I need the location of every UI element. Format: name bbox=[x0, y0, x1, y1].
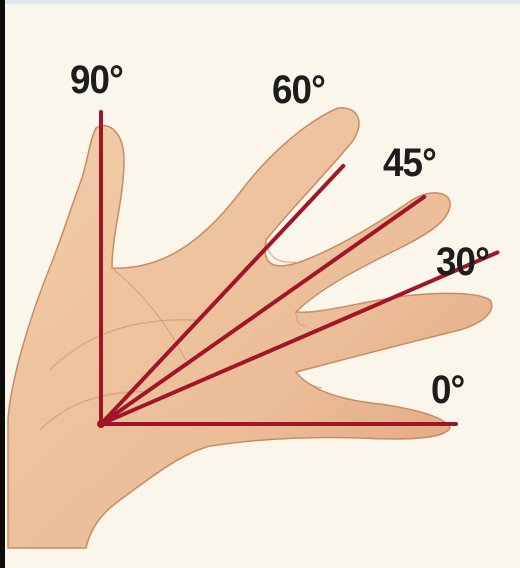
label-30-degrees: 30° bbox=[436, 242, 489, 282]
label-0-degrees: 0° bbox=[431, 370, 464, 410]
vertex-point bbox=[97, 420, 105, 428]
label-60-degrees: 60° bbox=[272, 70, 325, 110]
label-90-degrees: 90° bbox=[70, 60, 123, 100]
label-45-degrees: 45° bbox=[383, 143, 436, 183]
